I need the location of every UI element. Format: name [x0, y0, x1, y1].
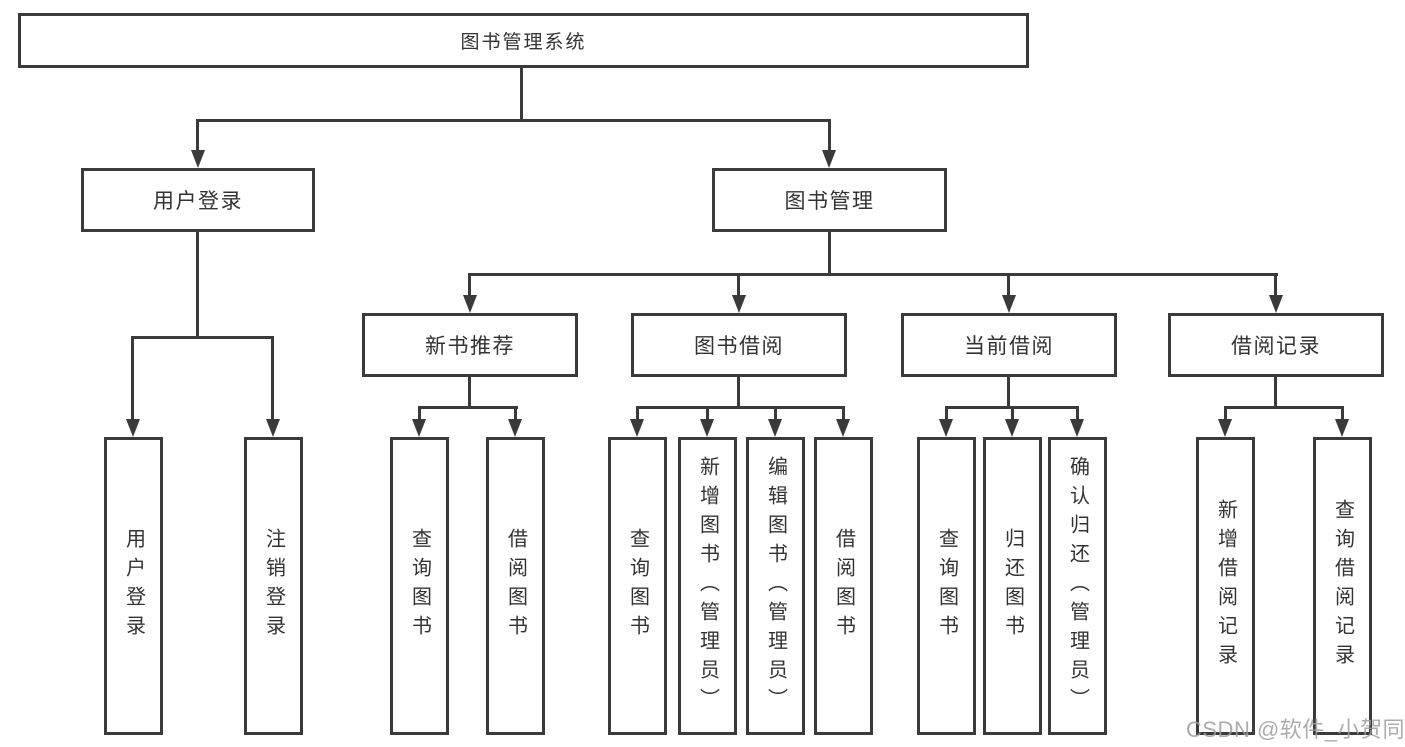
node-label: 借阅记录	[1231, 335, 1321, 358]
connector-line	[468, 273, 471, 295]
connector-line	[1274, 273, 1277, 295]
node-label: 查询图书	[935, 528, 958, 644]
node-borrowing-records: 借阅记录	[1168, 313, 1384, 377]
connector-line	[418, 406, 518, 409]
node-leaf-query-books-borrowing: 查询图书	[608, 437, 667, 735]
node-new-book-recommendation: 新书推荐	[362, 313, 578, 377]
node-label: 图书管理	[784, 190, 875, 213]
node-leaf-query-books-recommend: 查询图书	[390, 437, 449, 735]
connector-line	[945, 406, 948, 419]
node-current-borrowing: 当前借阅	[901, 313, 1117, 377]
connector-line	[1076, 406, 1079, 419]
connector-line	[737, 273, 740, 295]
node-label: 图书借阅	[694, 335, 784, 358]
node-book-borrowing: 图书借阅	[631, 313, 847, 377]
connector-line	[514, 406, 517, 419]
arrow-down-icon	[266, 419, 280, 437]
arrow-down-icon	[836, 419, 850, 437]
node-label: 用户登录	[153, 190, 243, 213]
connector-line	[828, 232, 831, 273]
connector-line	[737, 377, 740, 406]
connector-line	[1224, 406, 1227, 419]
node-label: 新增图书（管理员）	[696, 455, 719, 717]
node-book-management: 图书管理	[712, 168, 947, 232]
node-leaf-borrow-books: 借阅图书	[814, 437, 873, 735]
node-leaf-user-login: 用户登录	[104, 437, 163, 735]
connector-line	[828, 119, 831, 151]
arrow-down-icon	[1218, 419, 1232, 437]
node-label: 借阅图书	[832, 528, 855, 644]
node-label: 确认归还（管理员）	[1066, 455, 1089, 717]
connector-line	[131, 336, 274, 339]
node-leaf-logout: 注销登录	[244, 437, 303, 735]
connector-line	[1341, 406, 1344, 419]
csdn-watermark: CSDN @软件_小贺同学	[1186, 717, 1405, 742]
arrow-down-icon	[463, 295, 477, 313]
arrow-down-icon	[1070, 419, 1084, 437]
node-label: 查询图书	[408, 528, 431, 644]
connector-line	[1011, 406, 1014, 419]
arrow-down-icon	[700, 419, 714, 437]
arrow-down-icon	[1335, 419, 1349, 437]
node-label: 新书推荐	[425, 335, 515, 358]
node-leaf-borrow-books-recommend: 借阅图书	[486, 437, 545, 735]
arrow-down-icon	[768, 419, 782, 437]
connector-line	[468, 377, 471, 406]
connector-line	[842, 406, 845, 419]
node-label: 注销登录	[262, 528, 285, 644]
arrow-down-icon	[191, 150, 205, 168]
connector-line	[196, 119, 199, 151]
node-leaf-return-books: 归还图书	[983, 437, 1042, 735]
node-leaf-query-books-current: 查询图书	[917, 437, 976, 735]
node-leaf-add-books-admin: 新增图书（管理员）	[678, 437, 737, 735]
connector-line	[774, 406, 777, 419]
node-user-login: 用户登录	[81, 168, 315, 232]
arrow-down-icon	[126, 419, 140, 437]
connector-line	[520, 68, 523, 119]
connector-line	[636, 406, 845, 409]
connector-line	[636, 406, 639, 419]
arrow-down-icon	[1005, 419, 1019, 437]
arrow-down-icon	[939, 419, 953, 437]
arrow-down-icon	[732, 295, 746, 313]
node-label: 新增借阅记录	[1214, 499, 1237, 673]
node-leaf-confirm-return-admin: 确认归还（管理员）	[1048, 437, 1107, 735]
node-label: 查询图书	[626, 528, 649, 644]
node-label: 借阅图书	[504, 528, 527, 644]
arrow-down-icon	[630, 419, 644, 437]
node-label: 归还图书	[1001, 528, 1024, 644]
arrow-down-icon	[1269, 295, 1283, 313]
connector-line	[131, 336, 134, 419]
arrow-down-icon	[412, 419, 426, 437]
node-label: 当前借阅	[964, 335, 1054, 358]
connector-line	[1007, 377, 1010, 406]
connector-line	[1007, 273, 1010, 295]
node-label: 图书管理系统	[460, 32, 587, 53]
arrow-down-icon	[822, 150, 836, 168]
connector-line	[196, 119, 830, 122]
connector-line	[706, 406, 709, 419]
connector-line	[271, 336, 274, 419]
connector-line	[196, 232, 199, 336]
connector-line	[418, 406, 421, 419]
node-leaf-edit-books-admin: 编辑图书（管理员）	[746, 437, 805, 735]
node-label: 查询借阅记录	[1331, 499, 1354, 673]
node-label: 用户登录	[122, 528, 145, 644]
arrow-down-icon	[1002, 295, 1016, 313]
connector-line	[468, 273, 1278, 276]
node-book-management-system: 图书管理系统	[18, 13, 1029, 68]
node-label: 编辑图书（管理员）	[764, 455, 787, 717]
arrow-down-icon	[508, 419, 522, 437]
connector-line	[1224, 406, 1344, 409]
connector-line	[1274, 377, 1277, 406]
node-leaf-add-borrow-record: 新增借阅记录	[1196, 437, 1255, 735]
node-leaf-query-borrow-record: 查询借阅记录	[1313, 437, 1372, 735]
